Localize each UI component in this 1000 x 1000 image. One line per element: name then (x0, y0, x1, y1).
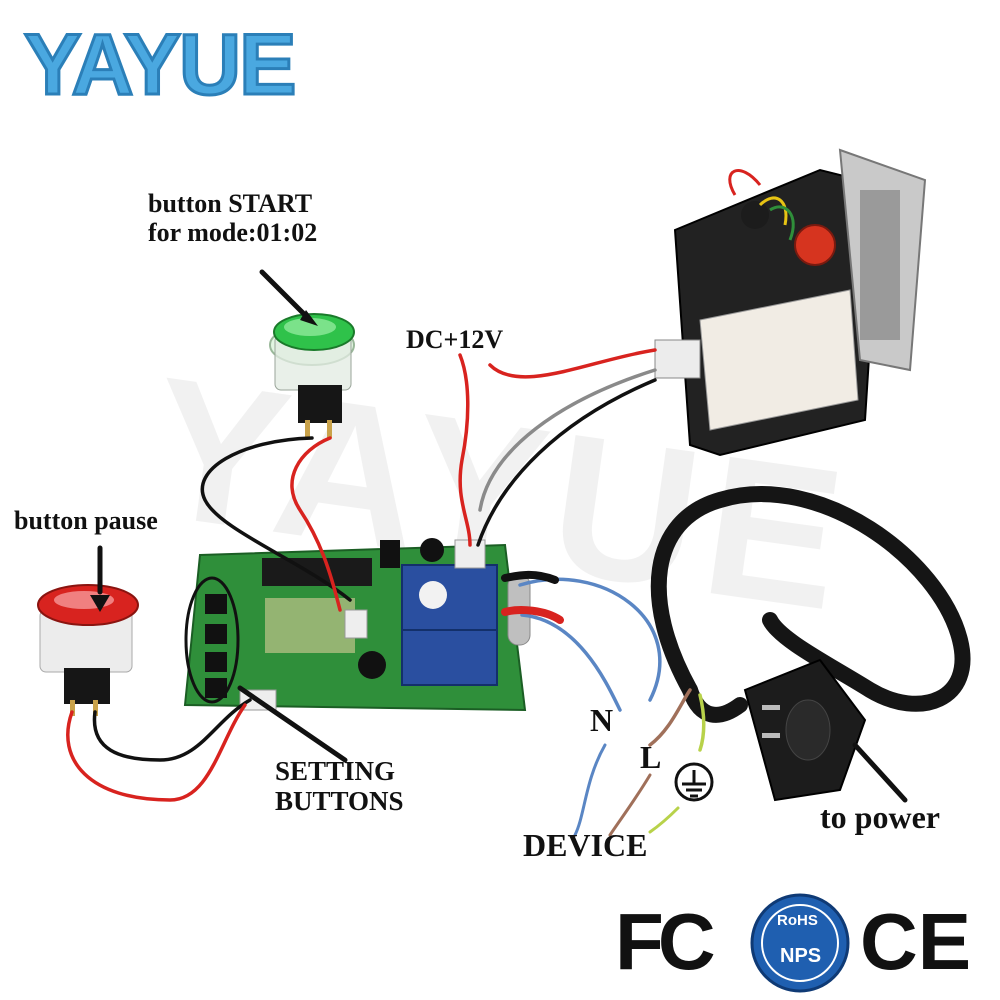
pause-button (37, 584, 139, 716)
power-plug (743, 658, 867, 802)
setting-label-line1: SETTING (275, 756, 396, 786)
setting-label-line2: BUTTONS (275, 785, 404, 816)
setting-button-row (205, 594, 227, 698)
to-power-label: to power (820, 799, 940, 835)
start-label-line2: for mode:01:02 (148, 217, 318, 247)
rohs-seal (750, 893, 850, 993)
coin-acceptor (654, 148, 927, 457)
neutral-label: N (590, 702, 614, 738)
start-button-label: button START for mode:01:02 (148, 189, 318, 247)
fc-mark: FC (615, 897, 716, 986)
brand-logo: YAYUE (23, 16, 299, 115)
setting-buttons-highlight (184, 576, 240, 704)
pause-button-label: button pause (14, 506, 158, 535)
power-cord (650, 486, 971, 723)
device-label: DEVICE (523, 827, 648, 863)
earth-icon (682, 770, 706, 798)
dc-voltage-label: DC+12V (406, 325, 504, 354)
wires (66, 348, 706, 837)
rohs-bottom-text: NPS (780, 945, 822, 967)
live-label: L (640, 739, 662, 775)
pointer-lines (97, 269, 908, 803)
controller-board (183, 538, 531, 712)
setting-buttons-label: SETTING BUTTONS (275, 756, 404, 816)
ce-mark: CE (860, 897, 972, 986)
relay (401, 564, 498, 636)
rohs-top-text: RoHS (777, 912, 818, 929)
start-button (269, 313, 355, 438)
start-label-line1: button START (148, 189, 313, 218)
mcu-chip (262, 558, 372, 586)
